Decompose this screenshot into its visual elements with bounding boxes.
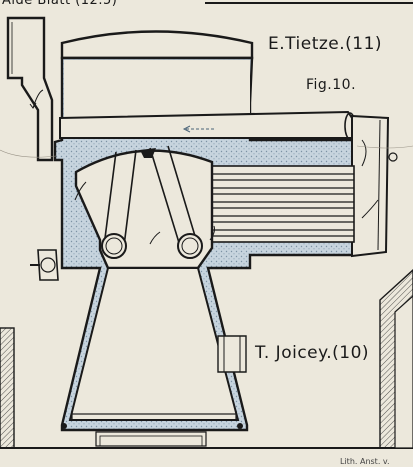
firebox [74,145,214,270]
joicey-pipe [217,335,247,373]
gauge-valve [30,249,59,281]
curved-arrow-icon [149,231,161,245]
curved-arrow-icon [74,181,87,201]
author-label-tietze: E.Tietze.(11) [268,34,383,54]
imprint-text: Lith. Anst. v. [340,457,390,466]
smoke-box [351,114,398,258]
foundation [0,431,413,449]
combustion-chamber [68,267,240,421]
top-caption: Aide Blatt (12.5) [2,0,118,8]
curved-arrow-icon [209,225,215,241]
curved-arrow-icon [361,199,379,219]
author-label-joicey: T. Joicey.(10) [255,343,370,363]
chimney [6,16,54,162]
fire-tubes [211,165,355,243]
figure-number: Fig.10. [306,77,357,93]
dashed-flow-arrow-icon [182,125,214,133]
brick-fragment-left [0,327,15,449]
curved-arrow-icon [32,89,44,109]
curved-arrow-icon [361,139,367,167]
brick-fragment-right [379,269,413,449]
